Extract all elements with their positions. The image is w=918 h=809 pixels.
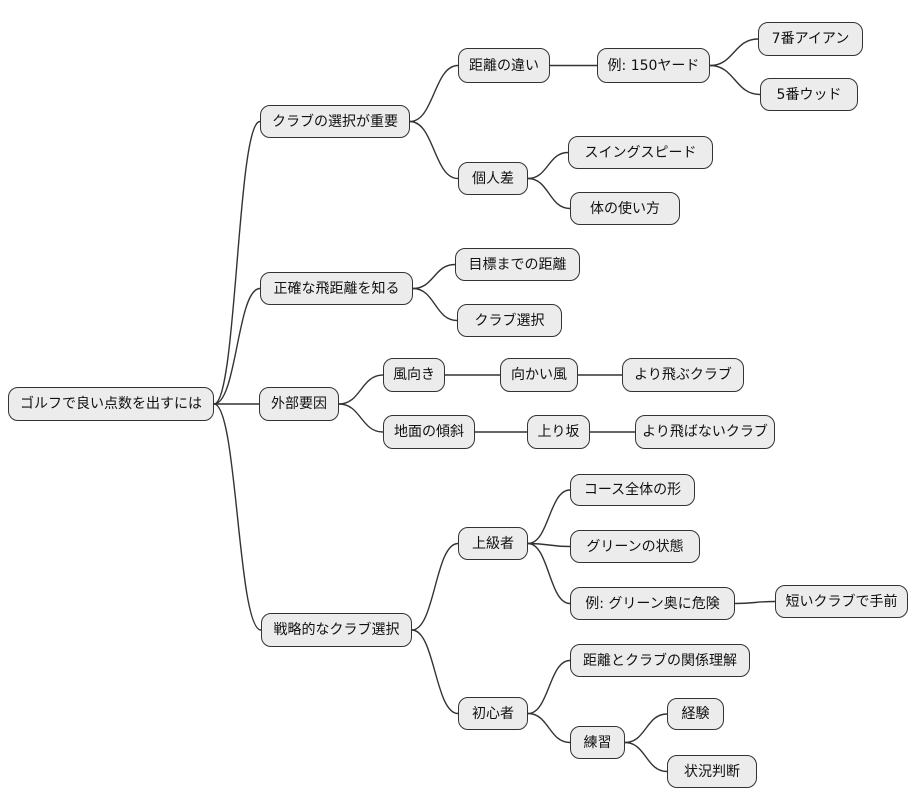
mindmap-node-strategic-club-selection: 戦略的なクラブ選択 bbox=[261, 613, 412, 647]
mindmap-node-uphill: 上り坂 bbox=[527, 415, 590, 449]
mindmap-node-short-club-short-side: 短いクラブで手前 bbox=[775, 585, 908, 618]
mindmap-node-distance-difference: 距離の違い bbox=[458, 48, 550, 83]
mindmap-node-root: ゴルフで良い点数を出すには bbox=[8, 387, 214, 421]
mindmap-node-external-factors: 外部要因 bbox=[259, 387, 339, 421]
mindmap-node-club-selection: クラブ選択 bbox=[457, 304, 562, 337]
mindmap-node-know-accurate-distance: 正確な飛距離を知る bbox=[260, 272, 413, 305]
mindmap-node-course-shape: コース全体の形 bbox=[570, 474, 695, 506]
mindmap-node-headwind: 向かい風 bbox=[500, 358, 578, 392]
mindmap-node-wind-direction: 風向き bbox=[383, 358, 445, 392]
mindmap-node-advanced-player: 上級者 bbox=[458, 527, 528, 560]
mindmap-node-club-selection-important: クラブの選択が重要 bbox=[260, 105, 410, 138]
mindmap-node-body-usage: 体の使い方 bbox=[570, 192, 680, 225]
mindmap-node-green-condition: グリーンの状態 bbox=[570, 530, 700, 563]
mindmap-node-experience: 経験 bbox=[667, 698, 724, 730]
mindmap-node-situation-judgment: 状況判断 bbox=[667, 755, 757, 788]
mindmap-node-individual-difference: 個人差 bbox=[458, 162, 528, 195]
mindmap-node-distance-club-relation: 距離とクラブの関係理解 bbox=[570, 644, 750, 677]
mindmap-node-beginner: 初心者 bbox=[458, 697, 528, 730]
mindmap-node-example-150-yards: 例: 150ヤード bbox=[597, 48, 710, 83]
mindmap-node-club-that-flies-more: より飛ぶクラブ bbox=[622, 358, 744, 392]
mindmap-node-practice: 練習 bbox=[570, 726, 625, 759]
mindmap-node-7-iron: 7番アイアン bbox=[758, 22, 863, 56]
mindmap-node-distance-to-target: 目標までの距離 bbox=[455, 248, 580, 281]
mindmap-node-ground-slope: 地面の傾斜 bbox=[383, 415, 475, 449]
mindmap-node-club-that-flies-less: より飛ばないクラブ bbox=[635, 415, 775, 449]
mindmap-node-example-danger-behind-green: 例: グリーン奥に危険 bbox=[570, 587, 735, 620]
mindmap-node-5-wood: 5番ウッド bbox=[760, 78, 858, 111]
mindmap-node-swing-speed: スイングスピード bbox=[568, 136, 713, 169]
